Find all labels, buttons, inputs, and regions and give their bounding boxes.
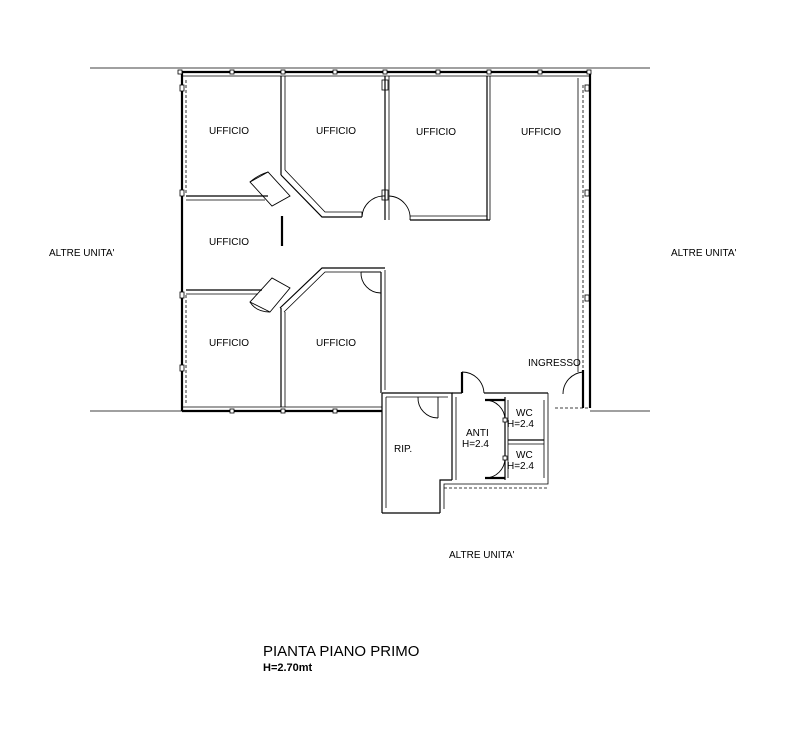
- neighbor-label-bottom: ALTRE UNITA': [449, 550, 515, 561]
- room-label-ufficio-4: UFFICIO: [521, 127, 561, 138]
- plan-title: PIANTA PIANO PRIMO: [263, 643, 420, 660]
- room-labels: UFFICIO UFFICIO UFFICIO UFFICIO UFFICIO …: [209, 126, 581, 472]
- room-label-wc-2: WC: [516, 450, 533, 461]
- plan-height-note: H=2.70mt: [263, 662, 313, 674]
- room-height-anti: H=2.4: [462, 439, 489, 450]
- room-label-wc-1: WC: [516, 408, 533, 419]
- room-label-ingresso: INGRESSO: [528, 358, 581, 369]
- building-boundary-lines: [90, 67, 650, 412]
- title-block: PIANTA PIANO PRIMO H=2.70mt: [263, 643, 419, 675]
- room-label-ufficio-6: UFFICIO: [209, 338, 249, 349]
- swing-doors: [360, 195, 411, 294]
- exterior-walls: [180, 70, 592, 413]
- entrance-door: [555, 370, 590, 409]
- angled-doors: [249, 171, 291, 313]
- room-label-ufficio-2: UFFICIO: [316, 126, 356, 137]
- neighbor-label-right: ALTRE UNITA': [671, 248, 737, 259]
- room-label-anti: ANTI: [466, 428, 489, 439]
- room-height-wc-1: H=2.4: [507, 419, 534, 430]
- neighbor-labels: ALTRE UNITA' ALTRE UNITA' ALTRE UNITA': [49, 248, 737, 561]
- room-label-ufficio-7: UFFICIO: [316, 338, 356, 349]
- room-label-rip: RIP.: [394, 444, 412, 455]
- room-label-ufficio-1: UFFICIO: [209, 126, 249, 137]
- room-label-ufficio-3: UFFICIO: [416, 127, 456, 138]
- room-label-ufficio-5: UFFICIO: [209, 237, 249, 248]
- neighbor-label-left: ALTRE UNITA': [49, 248, 115, 259]
- room-height-wc-2: H=2.4: [507, 461, 534, 472]
- service-block: [381, 371, 549, 514]
